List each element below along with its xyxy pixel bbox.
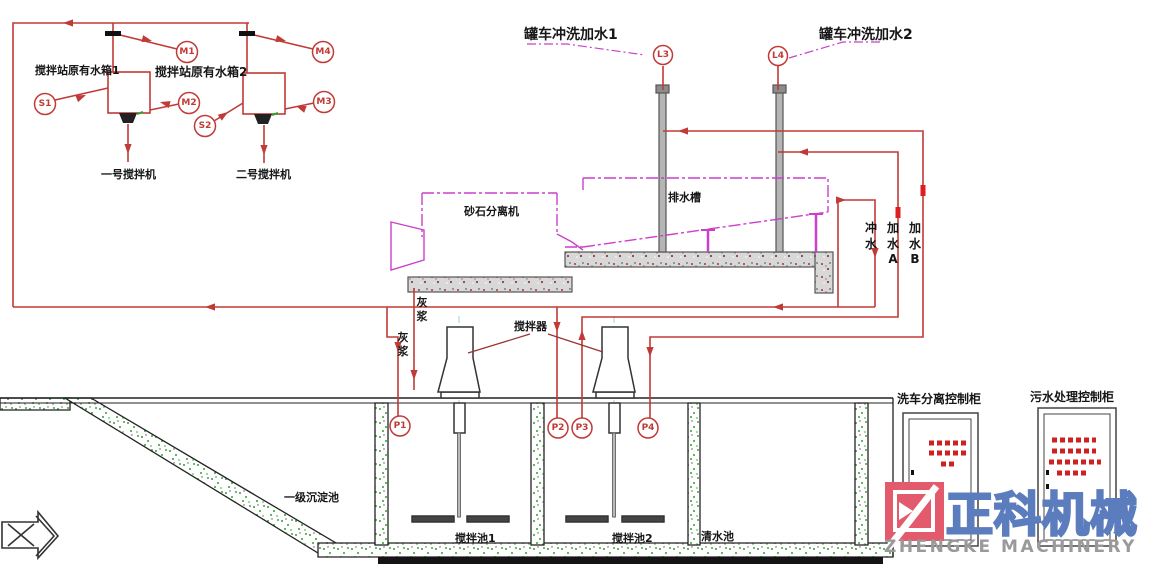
slurry-right-label: 灰浆 xyxy=(416,296,428,324)
pool-structure xyxy=(0,397,894,564)
flush-water-label: 冲水 xyxy=(864,221,877,251)
drain-trough-label: 排水槽 xyxy=(668,191,701,204)
tag-m1: M1 xyxy=(179,47,195,57)
cabinet2-label: 污水处理控制柜 xyxy=(1030,390,1115,404)
zhengke-logo-cn: 正科机械 xyxy=(945,487,1139,545)
tank2-label: 搅拌站原有水箱2 xyxy=(155,65,248,79)
zhengke-logo-icon xyxy=(885,482,944,550)
slurry-left-label: 灰浆 xyxy=(397,331,409,359)
logo-triangle xyxy=(899,502,913,520)
tag-s1: S1 xyxy=(38,99,52,109)
mix-pool2-label: 搅拌池2 xyxy=(612,532,653,545)
tag-l3: L3 xyxy=(657,50,669,60)
zhengke-logo-en: ZHENGKE MACHINERY xyxy=(884,537,1137,557)
agitator-label: 搅拌器 xyxy=(514,320,547,333)
pipe-valve-ticks xyxy=(895,185,926,218)
add-water-a-label: 加水A xyxy=(886,221,899,267)
truck-wash2-label: 罐车冲洗加水2 xyxy=(819,27,913,43)
logo-inner-square xyxy=(893,490,935,532)
sediment-pool-label: 一级沉淀池 xyxy=(284,491,339,504)
separator-platform xyxy=(407,84,834,294)
tag-m3: M3 xyxy=(316,97,332,107)
mix-pool1-label: 搅拌池1 xyxy=(455,532,496,545)
separator-label: 砂石分离机 xyxy=(464,205,519,218)
agitator-leaders xyxy=(467,333,604,354)
mixer1-label: 一号搅拌机 xyxy=(101,168,156,181)
tag-m2: M2 xyxy=(181,98,197,108)
tank1-label: 搅拌站原有水箱1 xyxy=(35,64,120,77)
add-water-b-label: 加水B xyxy=(908,221,921,267)
separator-outline xyxy=(390,41,880,271)
mixer2-label: 二号搅拌机 xyxy=(236,168,291,181)
tag-p1: P1 xyxy=(393,421,407,431)
clear-pool-label: 清水池 xyxy=(701,530,734,543)
tag-p4: P4 xyxy=(641,423,655,433)
tag-p2: P2 xyxy=(551,423,565,433)
water-tanks xyxy=(105,31,286,124)
truck-wash1-label: 罐车冲洗加水1 xyxy=(524,27,618,43)
tag-s2: S2 xyxy=(198,121,212,131)
pool-agitators xyxy=(411,316,665,523)
instrument-circles xyxy=(33,40,789,439)
flow-direction-arrow xyxy=(1,509,60,561)
tag-p3: P3 xyxy=(575,423,589,433)
tag-m4: M4 xyxy=(315,47,331,57)
tag-l4: L4 xyxy=(772,51,784,61)
cabinet1-label: 洗车分离控制柜 xyxy=(897,392,982,406)
